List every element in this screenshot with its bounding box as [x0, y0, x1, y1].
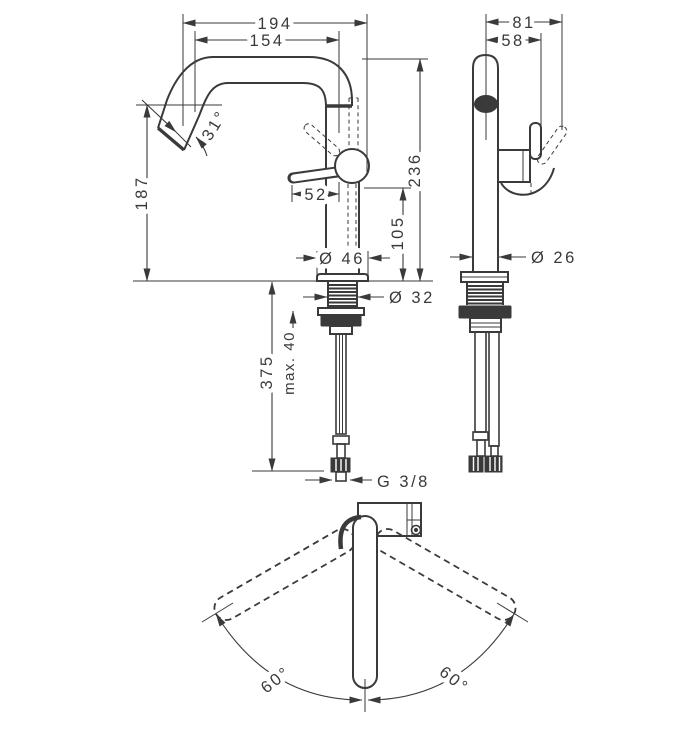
- dim-label-max40: max. 40: [281, 331, 298, 395]
- shank-threads-front: [327, 282, 358, 308]
- supply-hose-front: [330, 333, 351, 482]
- plan-spout-solid: [352, 515, 378, 689]
- dim-label-dia26: Ø 26: [531, 249, 577, 267]
- plan-spout-collar-arc: [338, 514, 362, 550]
- lever-side-dashed: [536, 125, 568, 165]
- hose-fitting-right: [484, 455, 503, 473]
- dim-label-dia32: Ø 32: [389, 289, 435, 307]
- dim-label-105: 105: [389, 215, 407, 250]
- supply-hoses-side: [468, 331, 503, 473]
- riser-dashed-lower: [347, 184, 357, 262]
- base-flange: [316, 273, 369, 282]
- dim-label-194: 194: [257, 15, 292, 33]
- valve-body-side: [469, 317, 502, 333]
- dim-label-dia46: Ø 46: [319, 250, 365, 268]
- plan-handle-pivot: [410, 524, 422, 536]
- handle-hub: [334, 148, 370, 184]
- dim-label-375: 375: [258, 354, 276, 389]
- washer-plate: [317, 307, 365, 316]
- lever-front-dashed: [303, 123, 341, 157]
- riser-dashed-upper: [348, 97, 359, 149]
- lever-grip-curve: [500, 167, 555, 196]
- lever-side-solid: [529, 122, 542, 160]
- mounting-nut-front: [320, 314, 362, 327]
- dim-label-154: 154: [249, 32, 284, 50]
- outlet-face: [156, 126, 186, 152]
- front-view: 194 154 187 31° 52 236: [129, 11, 437, 496]
- dim-label-52: 52: [304, 186, 327, 204]
- spout-outline-outer: [157, 56, 353, 129]
- dim-label-81: 81: [512, 14, 535, 32]
- dim-label-187: 187: [133, 175, 151, 210]
- hose-fitting-left: [468, 455, 484, 473]
- spout-outline-inner: [183, 82, 327, 274]
- mounting-nut-side: [458, 305, 512, 319]
- handle-block-side: [497, 149, 531, 183]
- shank-threads-side: [466, 283, 504, 305]
- lever-front-solid: [287, 166, 343, 184]
- dim-label-236: 236: [406, 152, 424, 187]
- dim-label-58: 58: [501, 32, 524, 50]
- plan-handle-pivot-center: [413, 527, 419, 533]
- dim-label-g38: G 3/8: [377, 473, 430, 491]
- shank-tail: [329, 325, 353, 335]
